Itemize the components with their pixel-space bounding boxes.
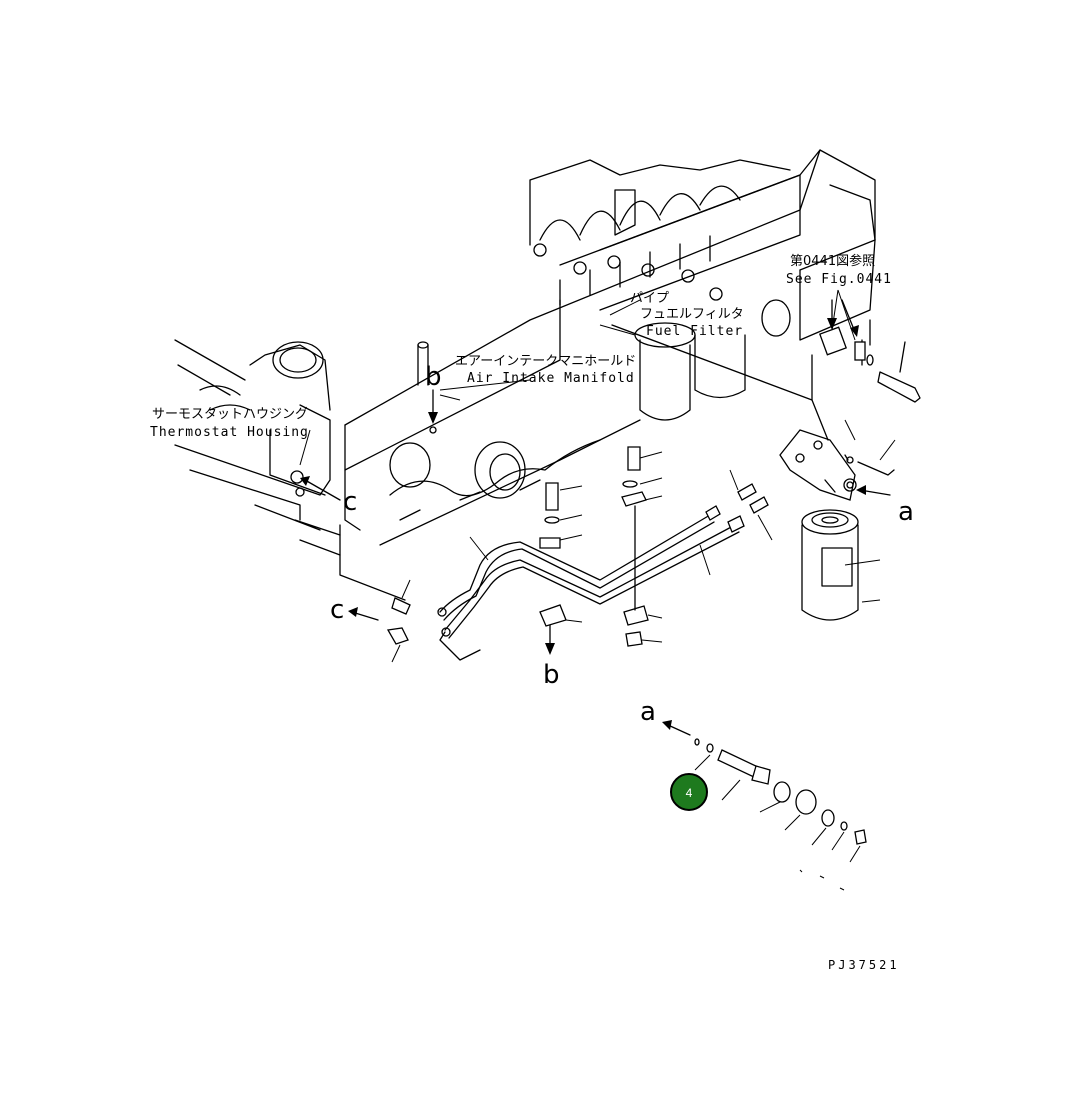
- engine-block: [344, 149, 876, 546]
- sensor-detail-exploded: [694, 738, 867, 891]
- air-intake-label-en: Air Intake Manifold: [467, 371, 635, 386]
- see-fig-label-jp: 第0441図参照: [790, 253, 875, 269]
- pipe-label-jp: パイプ: [630, 291, 669, 306]
- drawing-code: PJ37521: [828, 958, 900, 972]
- view-arrows: [300, 299, 891, 736]
- view-letter-b-bottom: b: [543, 660, 560, 690]
- thermostat-label-en: Thermostat Housing: [150, 425, 309, 440]
- view-letter-a-right: a: [898, 497, 914, 527]
- view-letter-b-top: b: [425, 362, 442, 392]
- filter-head-bracket: [779, 319, 921, 501]
- pipe-clamps: [539, 446, 663, 647]
- view-letter-c-left: c: [330, 595, 344, 625]
- fuel-filter-housing-upper: [634, 322, 746, 421]
- thermostat-housing: [174, 339, 341, 556]
- callout-number[interactable]: 4: [686, 786, 693, 800]
- callout-circle[interactable]: [670, 773, 708, 811]
- thermostat-label-jp: サーモスタットハウジング: [152, 407, 308, 422]
- leader-lines: [299, 289, 896, 663]
- see-fig-label-en: See Fig.0441: [786, 272, 892, 287]
- view-letter-a-detail: a: [640, 697, 656, 727]
- view-letter-c-right: c: [343, 487, 357, 517]
- fuel-filter-label-jp: フュエルフィルタ: [640, 307, 744, 322]
- fuel-filter-label-en: Fuel Filter: [646, 324, 743, 339]
- fuel-pipes: [339, 324, 813, 661]
- fuel-filter-cartridge: [801, 509, 881, 621]
- air-intake-label-jp: エアーインテークマニホールド: [455, 354, 636, 369]
- callout-marker-4[interactable]: 4: [670, 773, 708, 811]
